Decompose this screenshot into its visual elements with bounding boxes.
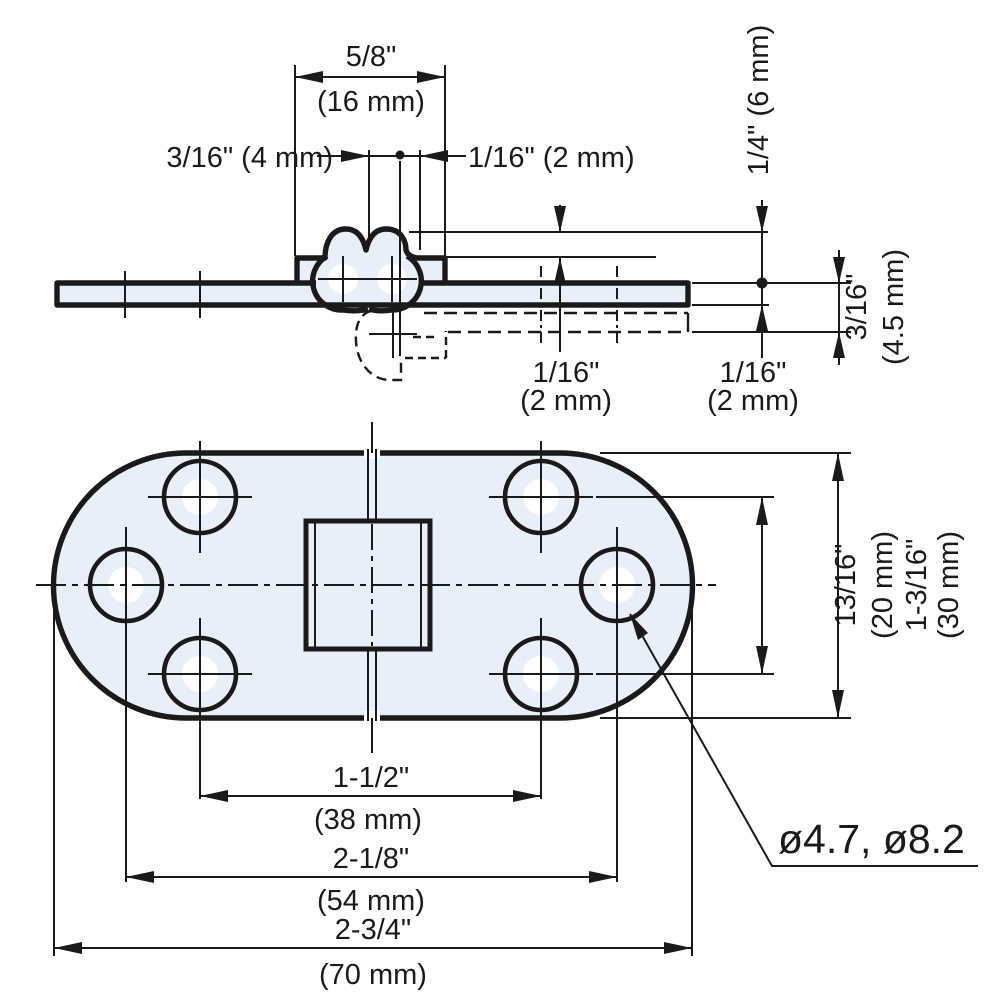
hidden-pin-crosshair bbox=[369, 310, 417, 358]
dim-label-width-in: 1-3/16" bbox=[901, 539, 933, 632]
dim-label-pin-offset: 3/16" (4 mm) bbox=[166, 142, 333, 174]
dim-label-folded-thickness-in: 3/16" bbox=[841, 274, 873, 341]
dim-label-folded-thickness-mm: (4.5 mm) bbox=[878, 249, 910, 365]
dim-label-hole-col-spacing-in: 1-1/2" bbox=[333, 762, 409, 794]
dim-label-width-mm: (30 mm) bbox=[933, 531, 965, 639]
datum-dot-right bbox=[756, 277, 768, 289]
dim-label-outer-hole-spacing-mm: (54 mm) bbox=[317, 885, 425, 917]
side-view-dimensions: 5/8" (16 mm) 3/16" (4 mm) 1/16" (2 mm) 1… bbox=[166, 25, 910, 417]
dim-label-outer-hole-spacing-in: 2-1/8" bbox=[333, 843, 409, 875]
right-barrel-arc bbox=[368, 253, 424, 314]
dim-label-clearance-left-mm: (2 mm) bbox=[520, 385, 612, 417]
hole-diameter-note: ø4.7, ø8.2 bbox=[778, 816, 965, 862]
hole-note-leader bbox=[629, 613, 978, 867]
side-view: 5/8" (16 mm) 3/16" (4 mm) 1/16" (2 mm) 1… bbox=[54, 25, 910, 417]
left-leaf-hole-ticks bbox=[124, 271, 201, 318]
dim-label-knuckle-width-mm: (16 mm) bbox=[317, 86, 425, 118]
dim-label-knuckle-width-in: 5/8" bbox=[346, 41, 397, 73]
dim-label-hole-col-spacing-mm: (38 mm) bbox=[314, 804, 422, 836]
datum-dot-top bbox=[395, 150, 405, 160]
hidden-folded-leaf bbox=[354, 309, 690, 382]
plan-view-dimensions: 1-1/2" (38 mm) 2-1/8" (54 mm) 2-3/4" (70… bbox=[53, 452, 978, 991]
dim-label-knuckle-height: 1/4" (6 mm) bbox=[743, 25, 775, 175]
dim-label-overall-length-in: 2-3/4" bbox=[335, 914, 411, 946]
knuckle-outline bbox=[294, 226, 448, 283]
left-barrel-arc bbox=[309, 253, 369, 314]
dim-label-clearance-right-mm: (2 mm) bbox=[707, 385, 799, 417]
dim-label-overall-length-mm: (70 mm) bbox=[319, 959, 427, 991]
plan-view: 1-1/2" (38 mm) 2-1/8" (54 mm) 2-3/4" (70… bbox=[36, 422, 978, 991]
leaf-plate-outline bbox=[54, 280, 691, 308]
leaf-joint-lines bbox=[367, 449, 377, 721]
pin-crosshairs bbox=[318, 256, 417, 302]
dim-label-edge-offset: 1/16" (2 mm) bbox=[468, 142, 635, 174]
hinge-plan-shape bbox=[36, 422, 716, 882]
right-leaf-hole-ticks bbox=[540, 266, 618, 347]
hole-crosshairs bbox=[125, 441, 618, 882]
dim-label-hole-row-spacing-in: 13/16" bbox=[830, 544, 862, 627]
dim-label-clearance-left-in: 1/16" bbox=[533, 357, 600, 389]
hinge-side-profile bbox=[54, 226, 691, 347]
dim-label-clearance-right-in: 1/16" bbox=[720, 357, 787, 389]
dim-label-hole-row-spacing-mm: (20 mm) bbox=[867, 531, 899, 639]
